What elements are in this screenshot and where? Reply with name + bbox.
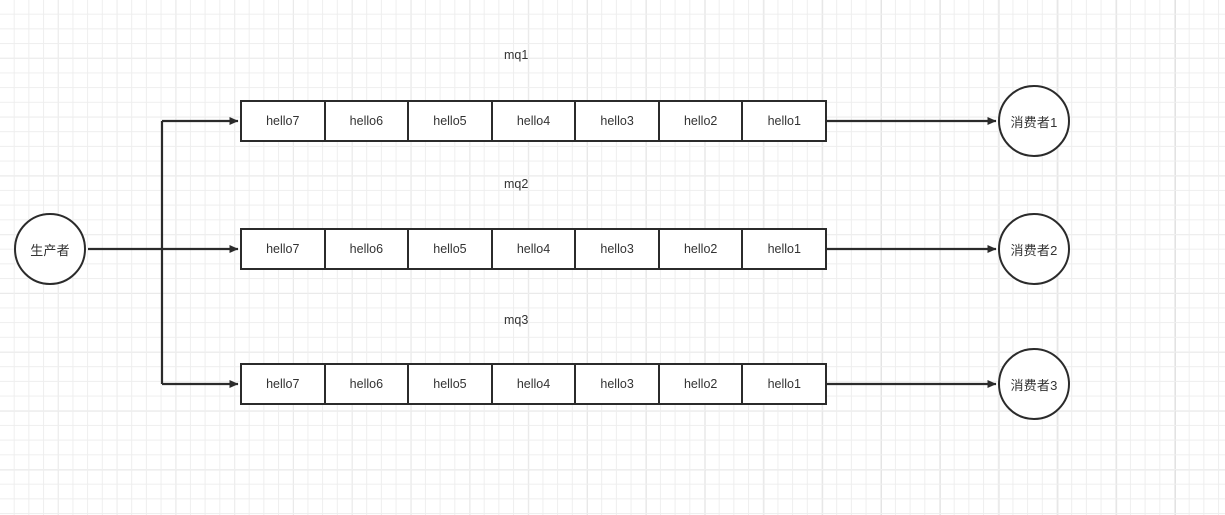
queue-mq2[interactable]: hello7 hello6 hello5 hello4 hello3 hello… [240, 228, 827, 270]
consumer-node-2[interactable]: 消费者2 [998, 213, 1070, 285]
queue-label-mq1: mq1 [504, 48, 529, 62]
queue-cell[interactable]: hello1 [767, 377, 801, 391]
queue-cell[interactable]: hello6 [326, 365, 410, 403]
consumer-node-3[interactable]: 消费者3 [998, 348, 1070, 420]
queue-cell[interactable]: hello6 [326, 102, 410, 140]
consumer-label: 消费者3 [1010, 377, 1058, 393]
queue-cell[interactable]: hello5 [409, 102, 493, 140]
queue-mq3[interactable]: hello7 hello6 hello5 hello4 hello3 hello… [240, 363, 827, 405]
queue-mq1[interactable]: hello7 hello6 hello5 hello4 hello3 hello… [240, 100, 827, 142]
queue-cell[interactable]: hello7 [242, 230, 326, 268]
queue-cell[interactable]: hello4 [493, 230, 577, 268]
producer-node[interactable]: 生产者 [14, 213, 86, 285]
queue-cell[interactable]: hello5 [409, 365, 493, 403]
queue-cell[interactable]: hello1 [767, 242, 801, 256]
queue-cell[interactable]: hello4 [493, 365, 577, 403]
queue-cell[interactable]: hello5 [409, 230, 493, 268]
queue-cell[interactable]: hello2 [660, 102, 744, 140]
queue-label-mq3: mq3 [504, 313, 529, 327]
queue-cell[interactable]: hello3 [576, 365, 660, 403]
queue-cell[interactable]: hello7 [242, 102, 326, 140]
queue-label-mq2: mq2 [504, 177, 529, 191]
queue-cell[interactable]: hello4 [493, 102, 577, 140]
producer-label: 生产者 [30, 242, 70, 258]
queue-cell[interactable]: hello6 [326, 230, 410, 268]
queue-cell[interactable]: hello3 [576, 230, 660, 268]
consumer-label: 消费者1 [1010, 114, 1058, 130]
consumer-label: 消费者2 [1010, 242, 1058, 258]
queue-cell[interactable]: hello7 [242, 365, 326, 403]
queue-cell[interactable]: hello2 [660, 365, 744, 403]
consumer-node-1[interactable]: 消费者1 [998, 85, 1070, 157]
queue-cell[interactable]: hello2 [660, 230, 744, 268]
queue-cell[interactable]: hello1 [767, 114, 801, 128]
queue-cell[interactable]: hello3 [576, 102, 660, 140]
